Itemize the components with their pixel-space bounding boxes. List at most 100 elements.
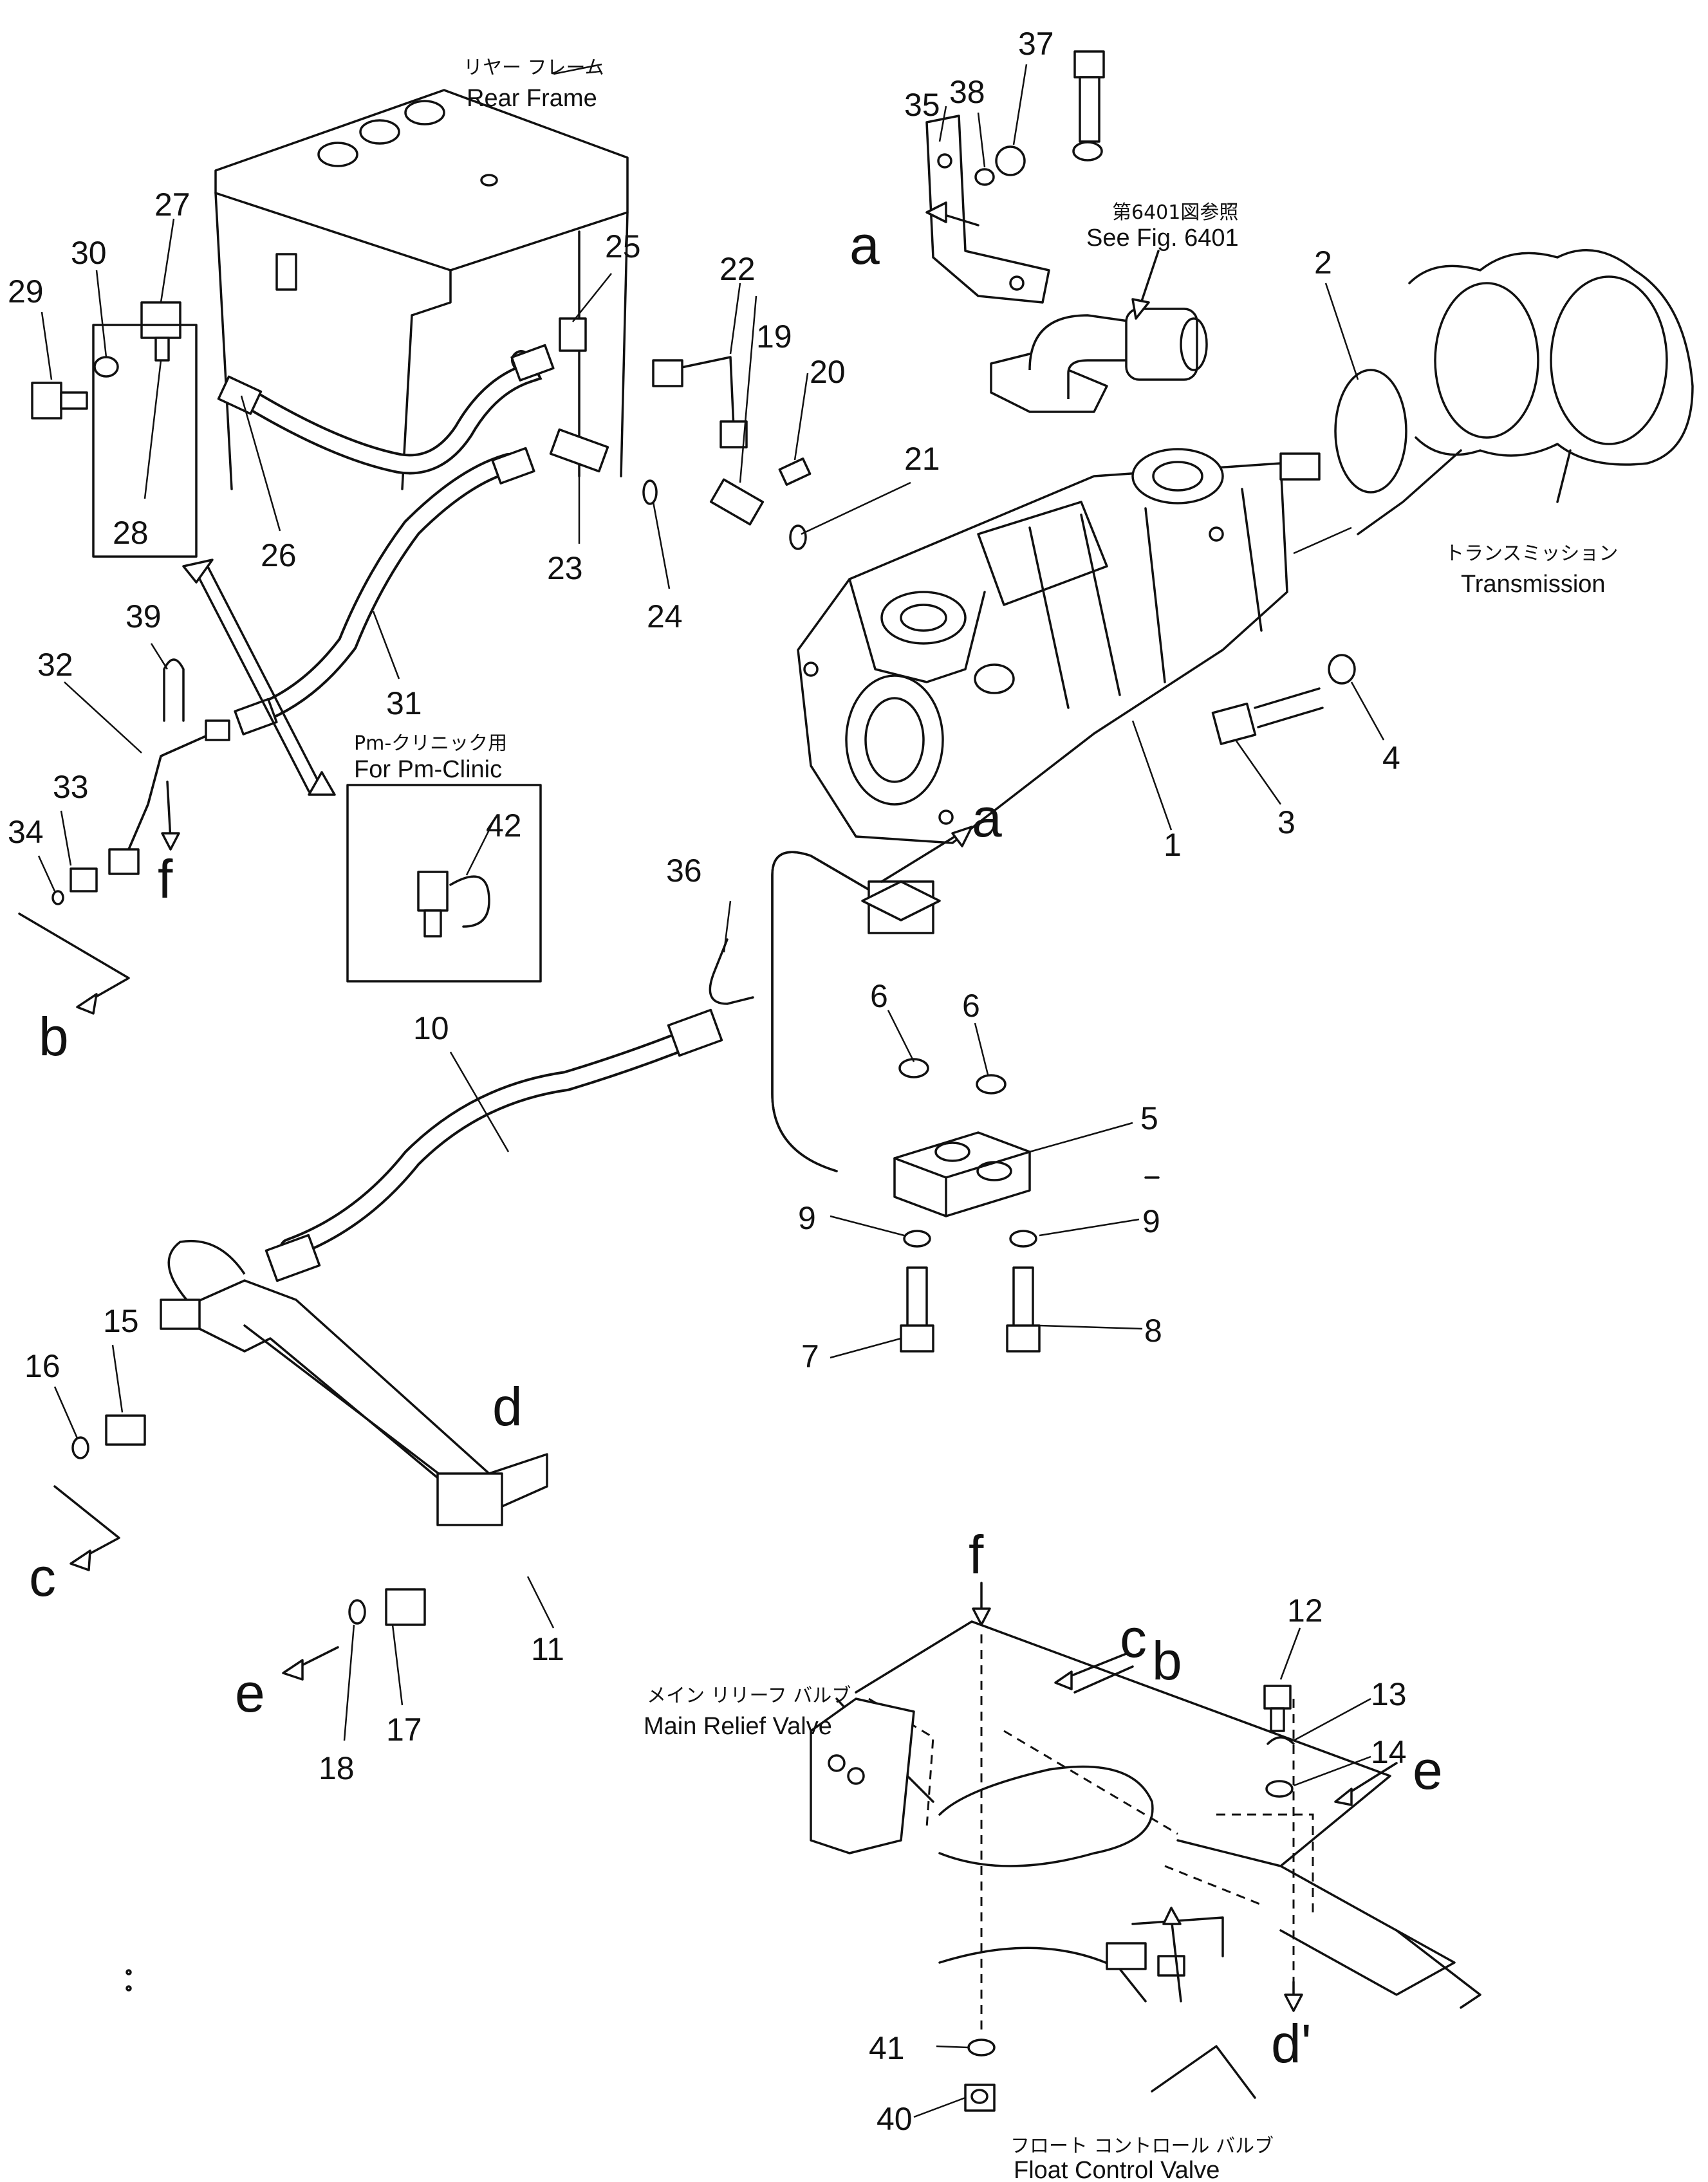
letter-c-right: c — [1120, 1608, 1147, 1669]
rear-frame — [214, 63, 629, 490]
callout-33: 33 — [53, 769, 89, 805]
callout-22: 22 — [719, 251, 756, 287]
reference-letters: a a b b c c d d' e e f f — [29, 215, 1443, 2074]
washer-30 — [93, 356, 119, 378]
rear-frame-en: Rear Frame — [467, 85, 597, 112]
callout-39: 39 — [125, 598, 162, 634]
bolt-7 — [900, 1266, 934, 1353]
pipe-22 — [668, 356, 735, 429]
callout-1: 1 — [1164, 827, 1182, 863]
float-control-jp: フロート コントロール バルブ — [1010, 2135, 1274, 2158]
bolt-3 — [1211, 687, 1324, 745]
elbow-6401 — [990, 308, 1208, 413]
fitting-19 — [709, 478, 765, 526]
callout-36: 36 — [666, 853, 702, 889]
pump-assembly — [797, 448, 1321, 844]
callout-numbers: 1 2 3 4 5 6 6 7 8 9 9 10 11 12 13 14 15 … — [8, 26, 1407, 2137]
callout-40: 40 — [877, 2101, 913, 2137]
bracket-35 — [925, 115, 1050, 304]
main-relief-jp: メイン リリーフ バルブ — [647, 1685, 851, 1707]
transmission-en: Transmission — [1461, 571, 1606, 598]
callout-23: 23 — [547, 550, 583, 586]
callout-38: 38 — [949, 74, 985, 110]
letter-e-right: e — [1413, 1740, 1443, 1800]
callout-7: 7 — [801, 1338, 819, 1374]
pm-clinic-en: For Pm-Clinic — [354, 756, 502, 783]
callout-30: 30 — [71, 235, 107, 271]
fitting-15 — [105, 1414, 146, 1446]
callout-2: 2 — [1314, 245, 1332, 281]
text-labels: リヤー フレーム Rear Frame 第6401図参照 See Fig. 64… — [354, 57, 1618, 2182]
callout-25: 25 — [605, 228, 641, 264]
fitting-27 — [140, 301, 181, 339]
letter-c-left: c — [29, 1547, 56, 1607]
nut-40 — [964, 2084, 996, 2112]
callout-16: 16 — [24, 1348, 60, 1384]
letter-e-left: e — [235, 1663, 265, 1723]
callout-18: 18 — [319, 1750, 355, 1786]
callout-4: 4 — [1382, 740, 1400, 776]
callout-28: 28 — [113, 515, 149, 551]
callout-26: 26 — [261, 537, 297, 573]
manifold-11 — [160, 1239, 548, 1526]
callout-6b: 6 — [962, 988, 980, 1024]
callout-13: 13 — [1371, 1676, 1407, 1712]
callout-15: 15 — [103, 1303, 139, 1339]
callout-35: 35 — [904, 87, 940, 123]
callout-34: 34 — [8, 814, 44, 850]
callout-12: 12 — [1287, 1593, 1323, 1629]
letter-b-left: b — [39, 1006, 69, 1067]
valve-body-lower — [810, 1620, 1481, 2099]
block-5 — [893, 1131, 1031, 1217]
bolt-37 — [1073, 50, 1105, 143]
washer-4 — [1328, 654, 1356, 685]
callout-31: 31 — [386, 685, 422, 721]
bolt-12 — [1263, 1685, 1292, 1732]
callout-5: 5 — [1140, 1100, 1158, 1136]
transmission-jp: トランスミッション — [1445, 542, 1618, 565]
rear-frame-jp: リヤー フレーム — [463, 57, 604, 79]
pm-clinic-jp: Pm-クリニック用 — [354, 732, 507, 755]
callout-17: 17 — [386, 1712, 422, 1748]
callout-19: 19 — [756, 319, 792, 355]
callout-21: 21 — [904, 441, 940, 477]
callout-14: 14 — [1371, 1734, 1407, 1770]
callout-3: 3 — [1277, 804, 1295, 840]
washer-top — [1072, 141, 1103, 162]
o-ring-2 — [1334, 369, 1407, 494]
float-control-en: Float Control Valve — [1014, 2157, 1220, 2182]
letter-f-left: f — [158, 849, 173, 909]
callout-41: 41 — [869, 2030, 905, 2066]
washer-38 — [974, 168, 995, 186]
fitting-33 — [70, 867, 98, 892]
hose-31 — [247, 453, 519, 725]
callout-29: 29 — [8, 273, 44, 310]
inset-28 — [92, 324, 198, 558]
see-fig-jp: 第6401図参照 — [1112, 201, 1238, 224]
u-bolt-36 — [709, 938, 754, 1005]
letter-d-top: d — [492, 1376, 523, 1437]
nut-38-37 — [995, 145, 1026, 176]
fitting-17 — [385, 1588, 426, 1626]
callout-42: 42 — [486, 808, 522, 844]
see-fig-en: See Fig. 6401 — [1086, 225, 1239, 252]
callout-37: 37 — [1018, 26, 1054, 62]
callout-27: 27 — [154, 187, 190, 223]
callout-24: 24 — [647, 598, 683, 634]
fitting-20 — [778, 458, 812, 486]
callout-9a: 9 — [798, 1200, 816, 1236]
callout-9b: 9 — [1142, 1203, 1160, 1239]
washer-41 — [967, 2039, 996, 2057]
bolt-29 — [31, 382, 88, 420]
letter-a-top: a — [849, 215, 880, 275]
letter-b-right: b — [1152, 1631, 1182, 1691]
callout-8: 8 — [1144, 1313, 1162, 1349]
callout-11: 11 — [531, 1631, 564, 1667]
bolt-8 — [1006, 1266, 1041, 1353]
fitting-25 — [559, 317, 587, 352]
callout-32: 32 — [37, 647, 73, 683]
fitting-28 — [154, 337, 170, 362]
letter-d-prime: d' — [1271, 2013, 1312, 2074]
transmission — [1293, 249, 1694, 555]
